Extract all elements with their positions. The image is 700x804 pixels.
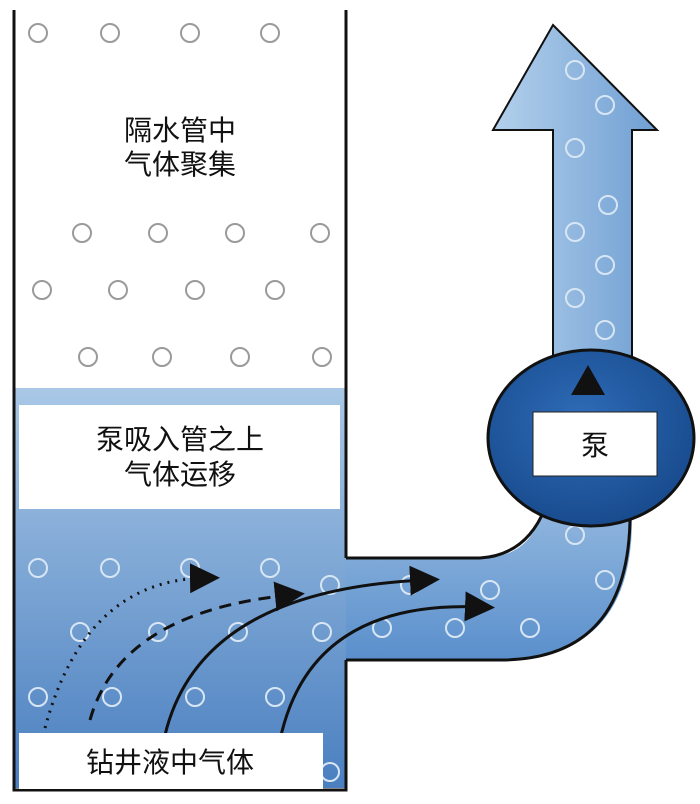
riser-gas-label-line1: 隔水管中 — [124, 114, 236, 147]
pump-label-box — [532, 411, 658, 477]
solid-flow-arrow-upper — [163, 565, 440, 736]
solid-flow-arrow-lower — [278, 591, 495, 741]
gas-bubbles — [28, 23, 332, 367]
above-inlet-label-box — [19, 405, 340, 509]
dotted-flow-arrow — [43, 563, 220, 729]
riser-gas-label-line2: 气体聚集 — [124, 148, 236, 181]
dashed-flow-arrow — [88, 581, 305, 721]
above-inlet-label-line1: 泵吸入管之上 — [96, 423, 264, 456]
gas-flow-arrows — [43, 563, 495, 741]
outlet-arrow — [491, 23, 660, 361]
above-inlet-label-line2: 气体运移 — [124, 458, 236, 491]
pump-direction-icon — [571, 365, 605, 395]
pump: 泵 — [486, 348, 696, 528]
drilling-fluid-label-box — [19, 733, 323, 789]
riser-wall — [12, 10, 348, 792]
drilling-fluid-gas-label: 钻井液中气体 — [86, 746, 254, 779]
pump-label: 泵 — [581, 429, 609, 462]
